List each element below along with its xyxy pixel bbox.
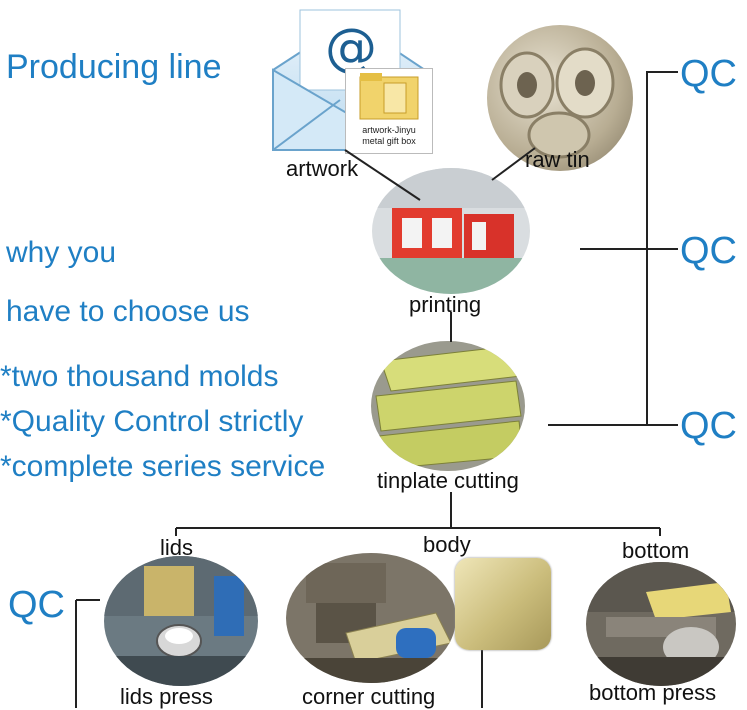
corner-cutting-photo <box>286 553 456 683</box>
qc-label-printing: QC <box>680 230 737 272</box>
raw-tin-photo <box>487 25 633 171</box>
qc-label-raw-tin: QC <box>680 53 737 95</box>
tinplate-cutting-caption: tinplate cutting <box>377 468 519 493</box>
bottom-caption: bottom <box>622 538 690 563</box>
lids-press-caption: lids press <box>120 684 213 709</box>
printing-caption: printing <box>409 292 482 317</box>
bottom-press-photo <box>586 562 736 686</box>
printing-photo <box>372 168 530 294</box>
page-title: Producing line <box>6 48 222 86</box>
why-line-2: have to choose us <box>6 295 250 328</box>
bullet-molds: *two thousand molds <box>0 360 279 393</box>
tinplate-cutting-photo <box>371 341 525 471</box>
body-sheet-image <box>455 558 551 650</box>
qc-line-printing <box>580 248 678 250</box>
qc-line-cutting <box>548 424 678 426</box>
corner-cutting-caption: corner cutting <box>302 684 436 709</box>
qc-label-cutting: QC <box>680 405 737 447</box>
qc-line-raw-tin <box>646 71 678 73</box>
bullet-series-service: *complete series service <box>0 450 326 483</box>
body-caption: body <box>423 532 471 557</box>
folder-label: artwork-Jinyu metal gift box <box>362 125 416 146</box>
bullet-quality-control: *Quality Control strictly <box>0 405 304 438</box>
bottom-press-caption: bottom press <box>589 680 717 705</box>
raw-tin-caption: raw tin <box>525 147 590 172</box>
why-line-1: why you <box>6 236 117 269</box>
lids-press-photo <box>104 556 258 686</box>
artwork-caption: artwork <box>286 156 359 181</box>
lids-caption: lids <box>160 535 194 560</box>
folder-icon: artwork-Jinyu metal gift box <box>345 68 433 154</box>
qc-label-lids: QC <box>8 584 65 626</box>
